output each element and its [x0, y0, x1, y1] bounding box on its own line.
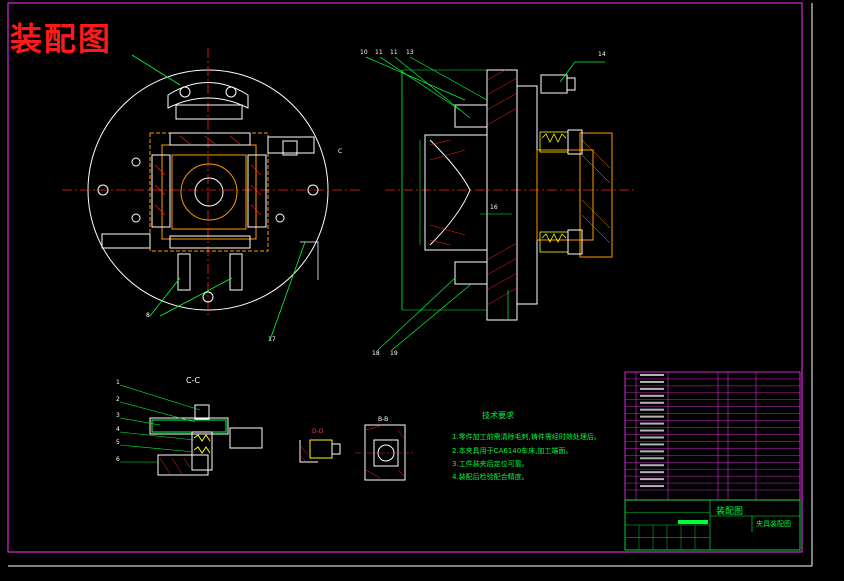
section-cc-label: C-C	[186, 376, 201, 385]
section-bb-label: B-B	[378, 416, 389, 423]
part-number: 1	[116, 379, 120, 386]
title-block-name: 装配图	[716, 507, 744, 517]
parts-list-text-mark	[640, 380, 664, 383]
detail-dd	[299, 439, 341, 463]
parts-list-text-mark	[640, 387, 664, 390]
part-number: 14	[598, 51, 606, 58]
parts-list-text-mark	[640, 415, 664, 418]
part-number: 11	[390, 49, 398, 56]
parts-list-text-mark	[640, 457, 664, 460]
parts-list-text-mark	[640, 443, 664, 446]
parts-list-text-mark	[640, 436, 664, 439]
part-number: 17	[268, 336, 276, 343]
part-number: 19	[390, 350, 398, 357]
parts-list-text-mark	[640, 408, 664, 411]
parts-list-text-mark	[640, 464, 664, 467]
parts-list-text-mark	[640, 401, 664, 404]
part-number: 3	[116, 412, 120, 419]
section-dd-label: D-D	[312, 428, 324, 435]
parts-list	[624, 371, 801, 551]
part-number: 8	[146, 312, 150, 319]
drawing-frame	[7, 2, 803, 553]
parts-list-text-mark	[640, 450, 664, 453]
part-number: 2	[116, 396, 120, 403]
part-number: 5	[116, 439, 120, 446]
parts-list-text-mark	[640, 478, 664, 481]
part-number: 13	[406, 49, 414, 56]
tech-req-item: 1.零件加工前需清除毛刺,铸件需经时效处理后。	[452, 433, 601, 441]
part-number: 10	[360, 49, 368, 56]
part-number: 11	[375, 49, 383, 56]
part-number: C	[338, 148, 343, 155]
side-view	[365, 56, 635, 351]
parts-list-text-mark	[640, 374, 664, 376]
parts-list-text-mark	[640, 429, 664, 432]
parts-list-text-mark	[640, 485, 664, 488]
part-number: 4	[116, 426, 120, 433]
parts-list-text-mark	[640, 394, 664, 397]
parts-list-text-mark	[640, 422, 664, 425]
drawing-title: 装配图	[10, 20, 113, 58]
detail-bb	[355, 424, 415, 481]
tech-req-title: 技术要求	[482, 411, 514, 420]
tech-req-item: 2.本夹具用于CA6140车床,加工端面。	[452, 447, 573, 455]
detail-cc	[119, 384, 263, 476]
part-number: 6	[116, 456, 120, 463]
tech-req-item: 4.装配后检验配合精度。	[452, 473, 529, 481]
parts-list-text-mark	[640, 471, 664, 474]
tech-req-item: 3.工件装夹后定位可靠。	[452, 460, 529, 468]
top-view	[62, 48, 360, 341]
part-number: 16	[490, 204, 498, 211]
title-block-subtitle: 夹具装配图	[756, 520, 791, 528]
part-number: 18	[372, 350, 380, 357]
